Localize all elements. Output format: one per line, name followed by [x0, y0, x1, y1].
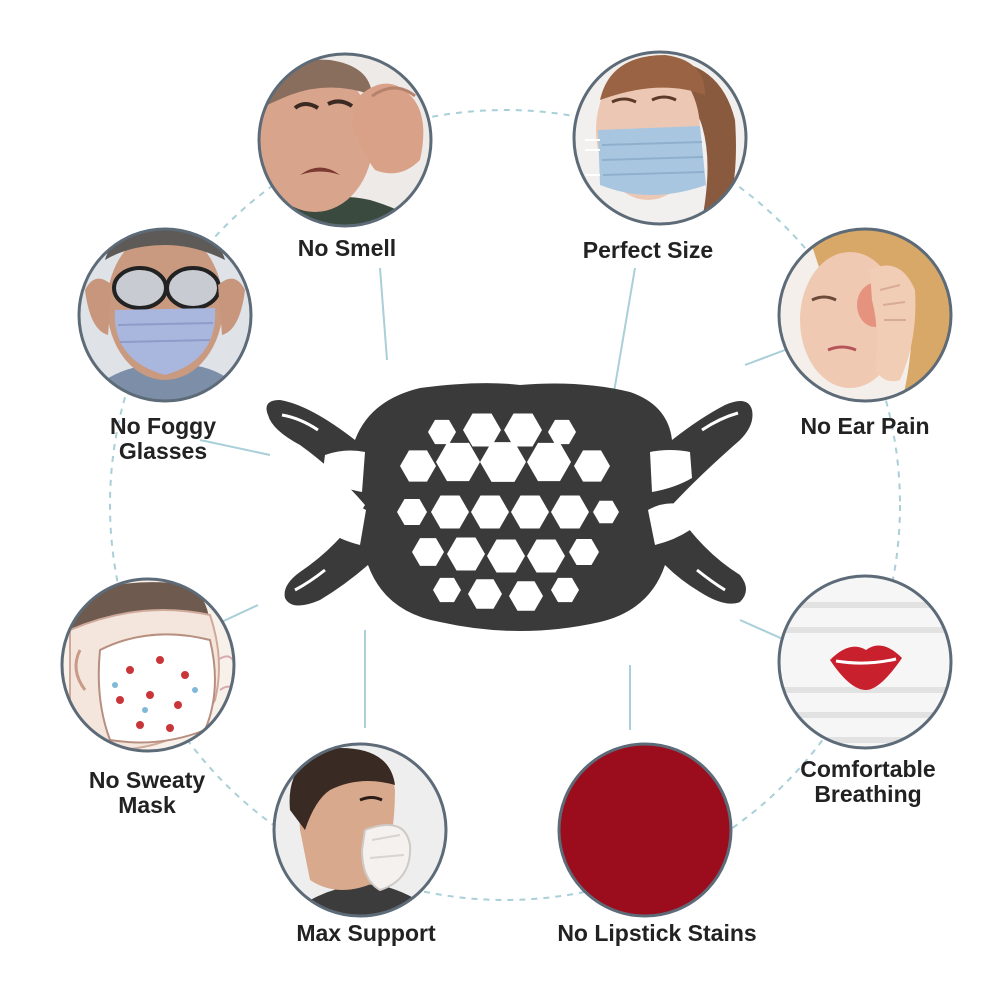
label-no-ear-pain: No Ear Pain	[800, 413, 930, 439]
bracket-hex-hole	[511, 495, 549, 529]
label-comfortable-breathing: Comfortable Breathing	[800, 756, 936, 807]
bracket-hex-hole	[551, 495, 589, 529]
bracket-hex-hole	[527, 539, 565, 573]
label-max-support: Max Support	[296, 920, 436, 946]
perfect-size-woman-icon	[572, 50, 748, 226]
bracket-hex-hole	[400, 450, 436, 482]
lips-on-fabric-icon	[777, 574, 953, 750]
bracket-hex-hole	[428, 419, 456, 445]
bracket-hex-hole	[504, 413, 542, 447]
bracket-hex-hole	[487, 539, 525, 573]
bracket-hex-hole	[593, 500, 619, 524]
bracket-hex-hole	[574, 450, 610, 482]
bracket-hex-hole	[412, 538, 444, 566]
bracket-hex-hole	[480, 442, 526, 482]
bracket-hex-hole	[569, 539, 599, 565]
bracket-hex-hole	[447, 537, 485, 571]
ear-pain-woman-icon	[777, 227, 953, 403]
bracket-hex-hole	[436, 442, 480, 482]
label-no-sweaty-mask: No Sweaty Mask	[88, 767, 206, 818]
bracket-hex-hole	[468, 579, 502, 609]
smell-person-icon	[257, 52, 433, 228]
bracket-hex-hole	[509, 581, 543, 611]
label-no-lipstick-stains: No Lipstick Stains	[557, 920, 757, 946]
label-no-smell: No Smell	[297, 235, 397, 261]
max-support-man-icon	[272, 742, 448, 918]
bracket-hex-hole	[433, 577, 461, 603]
dashed-ring	[109, 109, 901, 901]
label-perfect-size: Perfect Size	[582, 237, 714, 263]
bracket-hex-hole	[431, 495, 469, 529]
label-no-foggy-glasses: No Foggy Glasses	[109, 413, 217, 464]
foggy-glasses-man-icon	[77, 227, 253, 403]
bracket-hex-hole	[471, 495, 509, 529]
bracket-hex-hole	[548, 419, 576, 445]
lipstick-red-circle-icon	[557, 742, 733, 918]
mask-bracket-product-icon	[266, 383, 753, 631]
sweaty-mask-illustration-icon	[60, 577, 236, 753]
bracket-hex-hole	[551, 577, 579, 603]
bracket-hex-hole	[397, 499, 427, 525]
bracket-hex-hole	[463, 413, 501, 447]
bracket-hex-hole	[527, 442, 571, 482]
